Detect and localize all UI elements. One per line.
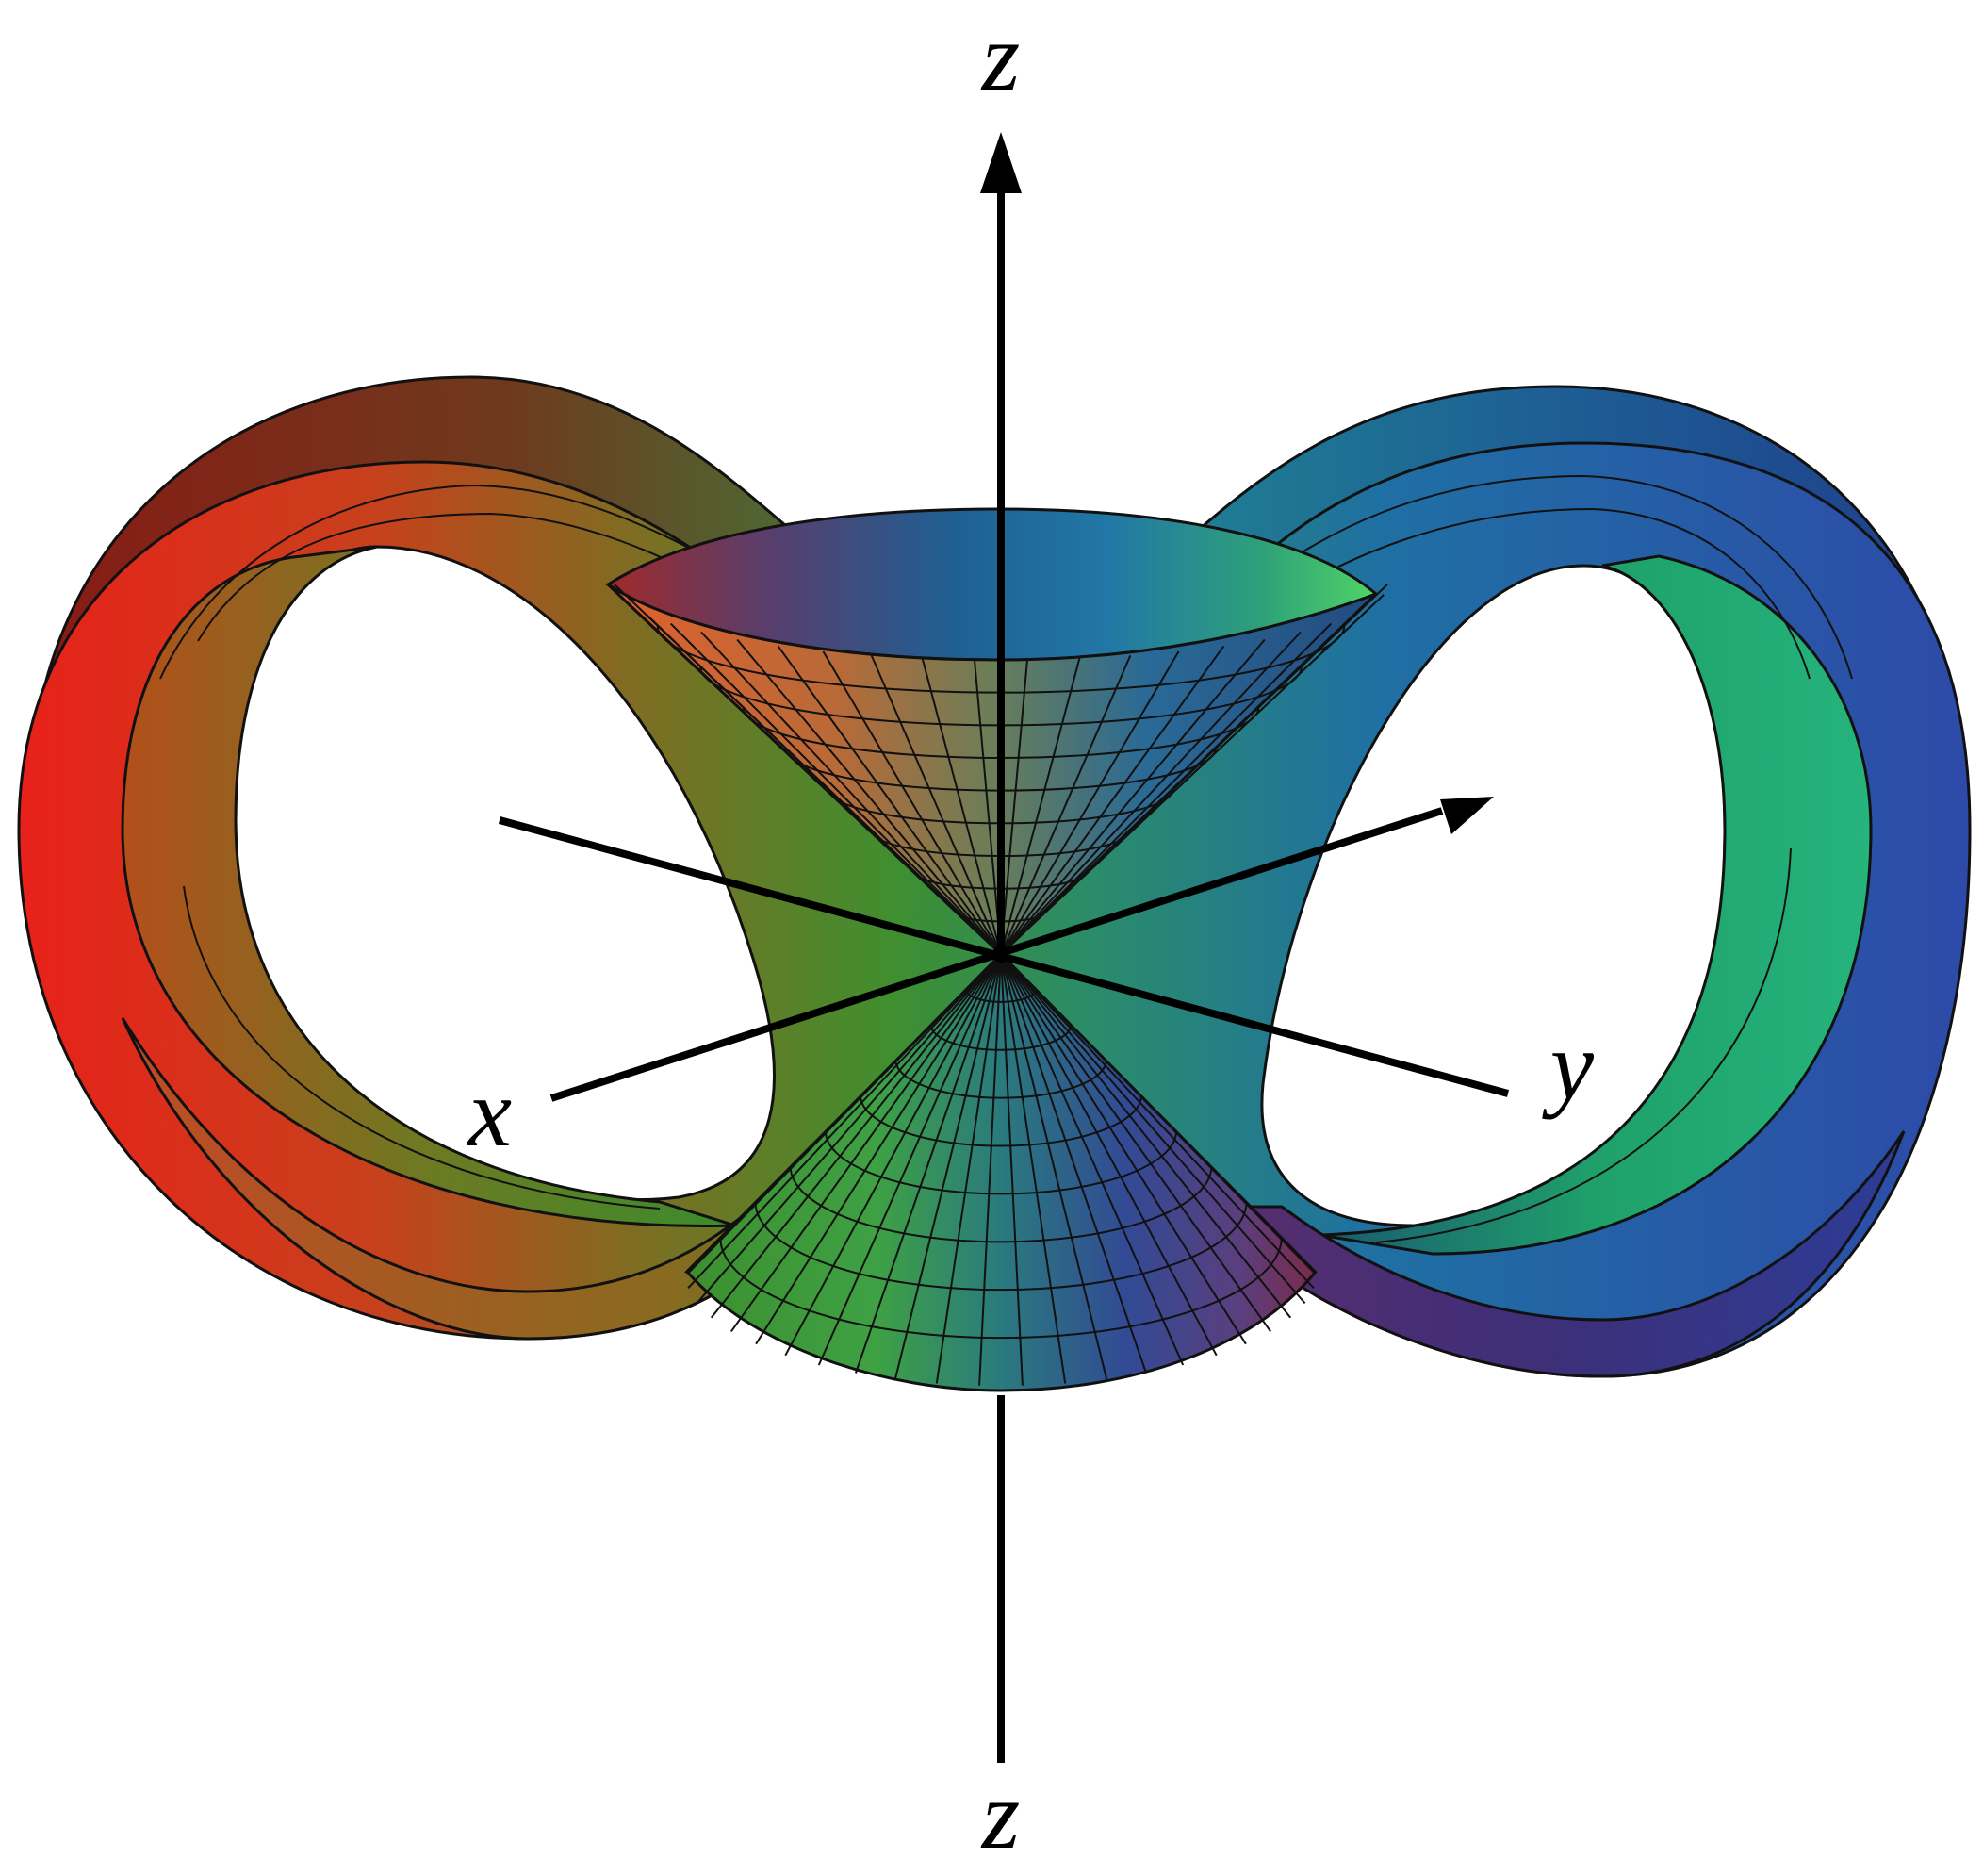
upper-cone-generator-line <box>1000 655 1132 955</box>
lower-cone-generator-line <box>684 953 1002 1274</box>
upper-cone-generator-line <box>870 655 1002 955</box>
upper-cone-generator-line <box>1000 622 1333 955</box>
lower-cone-ring-line <box>824 1130 1178 1195</box>
upper-cone-generator-line <box>974 659 1002 955</box>
y-axis-arrowhead <box>1440 797 1494 834</box>
upper-cone-generator-line <box>822 650 1002 955</box>
z-axis-label-top: z <box>980 3 1020 111</box>
upper-cone-generator-line <box>1000 638 1266 955</box>
lower-cone-generator-line <box>1000 953 1218 1357</box>
lower-cone-generator-line <box>935 953 1002 1384</box>
lower-cone-generator-line <box>817 953 1002 1366</box>
upper-cone-generator-line <box>777 645 1002 955</box>
lower-cone-generator-line <box>696 953 1002 1305</box>
upper-cone-generator-line <box>1000 659 1028 955</box>
upper-cone-generator-line <box>736 638 1002 955</box>
upper-cone-generator-line <box>1000 584 1388 955</box>
lower-cone-ring-line <box>719 1237 1283 1340</box>
upper-cone-generator-line <box>646 614 1002 955</box>
upper-cone-generator-line <box>1000 631 1302 955</box>
z-axis-label-bottom: z <box>980 1761 1020 1869</box>
upper-cone-generator-line <box>921 658 1002 955</box>
lower-cone-generator-line <box>978 953 1002 1386</box>
lower-cone-generator-line <box>784 953 1002 1357</box>
lower-cone-generator-line <box>1000 953 1024 1386</box>
lower-cone-ring-line <box>754 1201 1248 1292</box>
lower-cone-generator-line <box>710 953 1002 1319</box>
lower-cone-generator-line <box>1000 953 1292 1319</box>
lower-cone-generator-line <box>1000 953 1306 1305</box>
lower-cone-generator-line <box>1000 953 1148 1374</box>
upper-cone-generator-line <box>1000 645 1225 955</box>
lower-cone-generator-line <box>1000 953 1318 1274</box>
lower-cone-generator-line <box>1000 953 1108 1380</box>
lower-cone-generator-line <box>1000 953 1315 1289</box>
torus-ring-lower-front <box>121 1017 1906 1378</box>
upper-cone-generator-line <box>669 622 1002 955</box>
lower-cone-generator-line <box>1000 953 1272 1332</box>
y-axis-label: y <box>1542 1012 1595 1120</box>
upper-cone-generator-line <box>700 631 1002 955</box>
lower-cone-generator-line <box>729 953 1002 1332</box>
lower-cone-ring-line <box>894 1060 1107 1099</box>
lower-cone-ring-line <box>929 1025 1073 1051</box>
lower-cone-grid <box>684 953 1318 1386</box>
lower-cone-ring-line <box>964 989 1038 1003</box>
lower-cone-generator-line <box>1000 953 1247 1345</box>
lower-cone-generator-line <box>1000 953 1067 1384</box>
origin-point <box>992 946 1009 963</box>
lower-cone-generator-line <box>893 953 1002 1380</box>
x-axis-label: x <box>467 1059 512 1167</box>
lower-cone-generator-line <box>854 953 1002 1374</box>
lower-cone-ring-line <box>860 1095 1142 1147</box>
torus-ring-inner-right <box>1319 554 1873 1256</box>
lower-cone-generator-line <box>1000 953 1185 1366</box>
upper-cone-generator-line <box>1000 650 1180 955</box>
lower-cone-ring-line <box>789 1166 1213 1243</box>
lower-cone-generator-line <box>687 953 1002 1289</box>
z-axis-arrowhead <box>980 132 1022 193</box>
lower-cone <box>685 951 1318 1392</box>
lower-cone-generator-line <box>755 953 1002 1345</box>
upper-cone-generator-line <box>1000 658 1081 955</box>
torus-ring-inner-left <box>121 545 736 1227</box>
